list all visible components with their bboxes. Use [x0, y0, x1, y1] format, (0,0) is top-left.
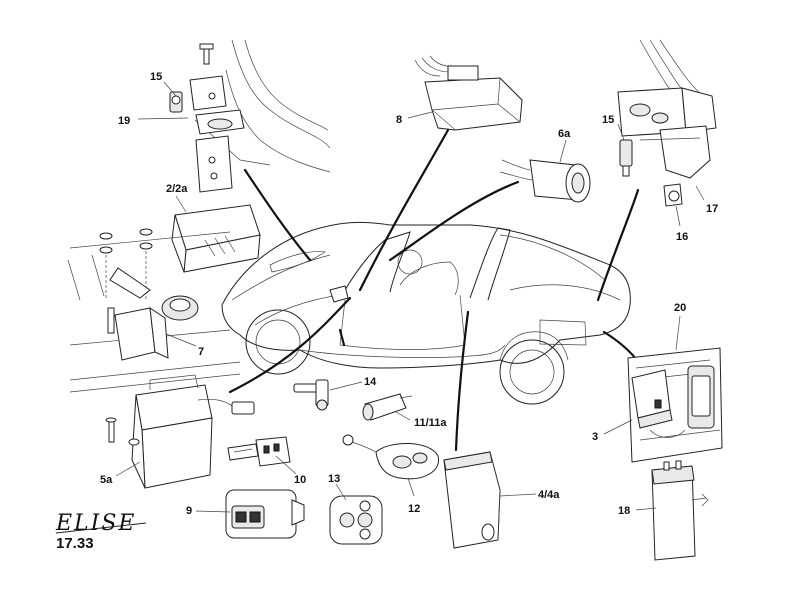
callout-12: 12 — [408, 503, 420, 515]
unit-4 — [443, 451, 501, 549]
callout-4-4a: 4/4a — [538, 489, 560, 501]
transponder-9 — [225, 489, 305, 539]
bracket-19 — [189, 75, 245, 193]
callout-labels: 15 19 8 6a 15 17 16 2/2a 7 20 14 11/11a … — [100, 71, 718, 517]
callout-13: 13 — [328, 473, 340, 485]
alarm-unit-2 — [171, 204, 261, 273]
callout-10: 10 — [294, 474, 306, 486]
leader-lines — [228, 128, 650, 452]
screw-top — [199, 43, 214, 65]
callout-11-11a: 11/11a — [414, 417, 447, 429]
elise-logo: ELISE — [55, 511, 147, 536]
screw-5a — [105, 417, 140, 446]
callout-16: 16 — [676, 231, 688, 243]
callout-20: 20 — [674, 302, 686, 314]
key-fob-12 — [342, 434, 440, 480]
callout-3: 3 — [592, 431, 598, 443]
callout-14: 14 — [364, 376, 377, 388]
remote-13 — [329, 495, 383, 545]
switch-15-right — [619, 139, 633, 177]
callout-17: 17 — [706, 203, 718, 215]
switch-15-left — [169, 91, 183, 113]
callout-8: 8 — [396, 114, 402, 126]
inset-door-pillar — [169, 39, 331, 193]
callout-7: 7 — [198, 346, 204, 358]
callout-15-right: 15 — [602, 114, 614, 126]
module-8 — [414, 55, 523, 131]
sensor-11 — [362, 393, 413, 421]
callout-19: 19 — [118, 115, 130, 127]
page-number: 17.33 — [56, 535, 94, 552]
callout-15-left: 15 — [150, 71, 162, 83]
callout-6a: 6a — [558, 128, 571, 140]
callout-5a: 5a — [100, 474, 113, 486]
bracket-16 — [663, 183, 683, 207]
inset-roof-rail — [617, 39, 717, 207]
switch-6a — [499, 159, 591, 203]
relay-3 — [631, 369, 673, 429]
horn-7 — [107, 295, 199, 361]
car-body — [221, 221, 631, 405]
unit-18 — [651, 460, 709, 561]
switch-14 — [293, 379, 329, 411]
key-10 — [227, 436, 291, 467]
callout-9: 9 — [186, 505, 192, 517]
callout-2-2a: 2/2a — [166, 183, 188, 195]
callout-18: 18 — [618, 505, 630, 517]
